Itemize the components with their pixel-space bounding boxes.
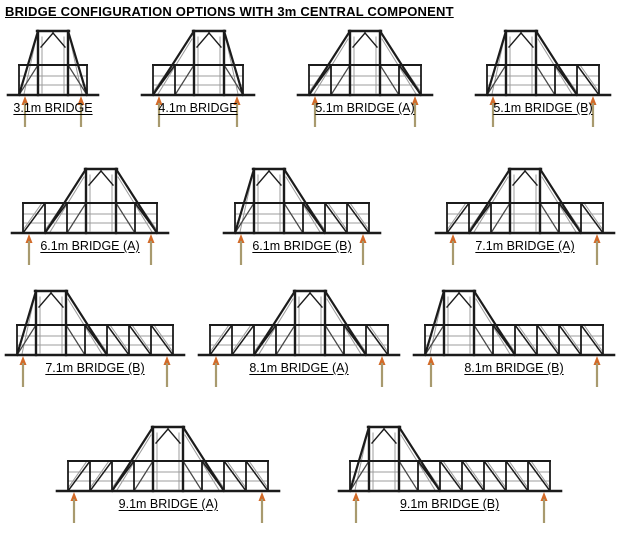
bridge-label: 8.1m BRIDGE (A) [249,361,349,375]
bridge-drawing [10,167,170,265]
bridge-9-1m-b: 9.1m BRIDGE (B) [337,421,563,523]
diagram-title: BRIDGE CONFIGURATION OPTIONS WITH 3m CEN… [5,4,454,19]
bridge-drawing [6,29,100,127]
bridge-8-1m-a: 8.1m BRIDGE (A) [197,285,401,387]
bridge-row-3: 7.1m BRIDGE (B) 8.1m BRIDGE (A) 8.1m BRI… [0,285,618,387]
bridge-3-1m: 3.1m BRIDGE [6,25,100,127]
bridge-label: 7.1m BRIDGE (A) [475,239,575,253]
bridge-label: 5.1m BRIDGE (B) [493,101,593,115]
bridge-row-4: 9.1m BRIDGE (A) 9.1m BRIDGE (B) [0,421,618,523]
bridge-row-1: 3.1m BRIDGE 4.1m BRIDGE 5.1m BRIDGE (A) … [0,25,618,127]
bridge-drawing [337,425,562,523]
bridge-drawing [4,289,186,387]
bridge-9-1m-a: 9.1m BRIDGE (A) [55,421,281,523]
bridge-4-1m: 4.1m BRIDGE [140,25,256,127]
bridge-label: 7.1m BRIDGE (B) [45,361,145,375]
bridge-drawing [296,29,434,127]
bridge-label: 5.1m BRIDGE (A) [315,101,415,115]
bridge-label: 3.1m BRIDGE [13,101,93,115]
bridge-drawing [434,167,616,265]
bridge-5-1m-b: 5.1m BRIDGE (B) [474,25,612,127]
bridge-7-1m-b: 7.1m BRIDGE (B) [4,285,186,387]
bridge-drawing [56,425,281,523]
bridge-6-1m-b: 6.1m BRIDGE (B) [222,163,382,265]
bridge-7-1m-a: 7.1m BRIDGE (A) [434,163,616,265]
bridge-5-1m-a: 5.1m BRIDGE (A) [296,25,434,127]
bridge-8-1m-b: 8.1m BRIDGE (B) [412,285,616,387]
bridge-label: 6.1m BRIDGE (B) [252,239,352,253]
bridge-drawing [412,289,616,387]
bridge-drawing [197,289,401,387]
bridge-row-2: 6.1m BRIDGE (A) 6.1m BRIDGE (B) 7.1m BRI… [0,163,618,265]
bridge-label: 9.1m BRIDGE (B) [399,497,500,511]
bridge-label: 4.1m BRIDGE [158,101,238,115]
bridge-drawing [140,29,256,127]
bridge-label: 9.1m BRIDGE (A) [118,497,218,511]
bridge-label: 6.1m BRIDGE (A) [40,239,140,253]
bridge-6-1m-a: 6.1m BRIDGE (A) [10,163,170,265]
bridge-drawing [474,29,612,127]
bridge-label: 8.1m BRIDGE (B) [464,361,564,375]
bridge-drawing [222,167,382,265]
